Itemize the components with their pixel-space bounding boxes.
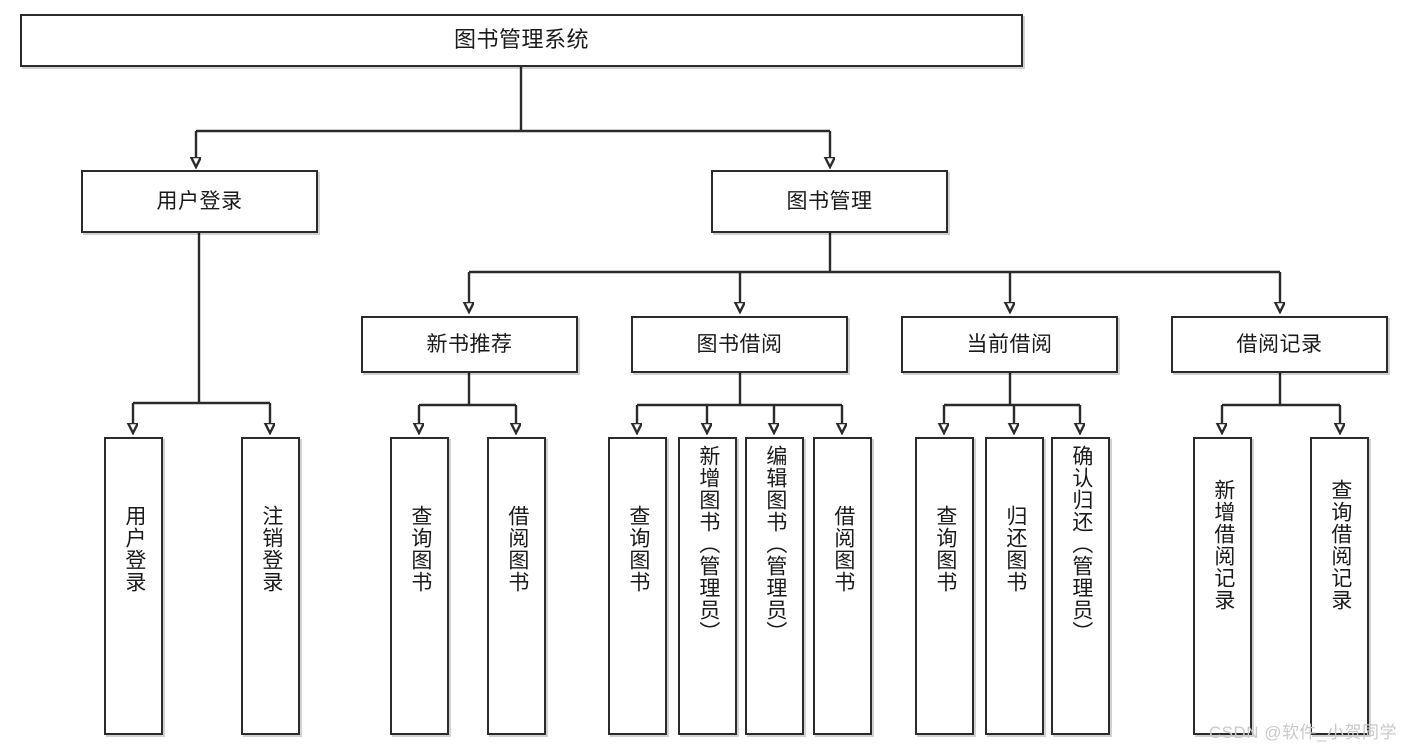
leaf-borrow-book[interactable]: 借阅图书 bbox=[813, 437, 872, 735]
node-label: 图书借阅 bbox=[696, 332, 783, 356]
leaf-query-book-borrow[interactable]: 查询图书 bbox=[608, 437, 667, 735]
node-label: 归还图书 bbox=[1003, 505, 1027, 593]
leaf-user-login[interactable]: 用户登录 bbox=[104, 437, 163, 735]
node-label: 借阅图书 bbox=[831, 505, 855, 593]
node-book-management[interactable]: 图书管理 bbox=[711, 170, 948, 233]
node-label: 用户登录 bbox=[156, 189, 243, 213]
leaf-add-borrow-record[interactable]: 新增借阅记录 bbox=[1193, 437, 1252, 735]
node-book-borrow[interactable]: 图书借阅 bbox=[631, 316, 848, 373]
leaf-query-borrow-record[interactable]: 查询借阅记录 bbox=[1310, 437, 1369, 735]
leaf-return-book[interactable]: 归还图书 bbox=[985, 437, 1044, 735]
node-label: 查询图书 bbox=[933, 505, 957, 593]
node-label: 查询图书 bbox=[626, 505, 650, 593]
node-label: 图书管理系统 bbox=[453, 27, 589, 53]
node-label: 确认归还（管理员） bbox=[1069, 445, 1093, 643]
node-label: 新增借阅记录 bbox=[1211, 479, 1235, 611]
node-label: 当前借阅 bbox=[966, 332, 1053, 356]
node-label: 查询借阅记录 bbox=[1328, 479, 1352, 611]
leaf-add-book-admin[interactable]: 新增图书（管理员） bbox=[678, 437, 737, 735]
node-current-borrow[interactable]: 当前借阅 bbox=[901, 316, 1118, 373]
node-label: 图书管理 bbox=[786, 189, 873, 213]
node-label: 新书推荐 bbox=[426, 332, 513, 356]
node-label: 查询图书 bbox=[408, 505, 432, 593]
leaf-edit-book-admin[interactable]: 编辑图书（管理员） bbox=[745, 437, 804, 735]
leaf-borrow-book-recommend[interactable]: 借阅图书 bbox=[487, 437, 546, 735]
node-borrow-record[interactable]: 借阅记录 bbox=[1171, 316, 1388, 373]
node-user-login[interactable]: 用户登录 bbox=[81, 170, 318, 233]
node-label: 用户登录 bbox=[122, 505, 146, 593]
node-label: 编辑图书（管理员） bbox=[763, 445, 787, 643]
leaf-confirm-return-admin[interactable]: 确认归还（管理员） bbox=[1051, 437, 1110, 735]
node-label: 借阅图书 bbox=[505, 505, 529, 593]
leaf-query-book-recommend[interactable]: 查询图书 bbox=[390, 437, 449, 735]
node-label: 借阅记录 bbox=[1236, 332, 1323, 356]
node-label: 新增图书（管理员） bbox=[696, 445, 720, 643]
node-new-book-recommend[interactable]: 新书推荐 bbox=[361, 316, 578, 373]
leaf-logout-login[interactable]: 注销登录 bbox=[241, 437, 300, 735]
node-label: 注销登录 bbox=[259, 505, 283, 593]
leaf-query-book-current[interactable]: 查询图书 bbox=[915, 437, 974, 735]
node-root-system[interactable]: 图书管理系统 bbox=[20, 14, 1023, 67]
watermark-text: CSDN @软件_小贺同学 bbox=[1208, 723, 1397, 742]
